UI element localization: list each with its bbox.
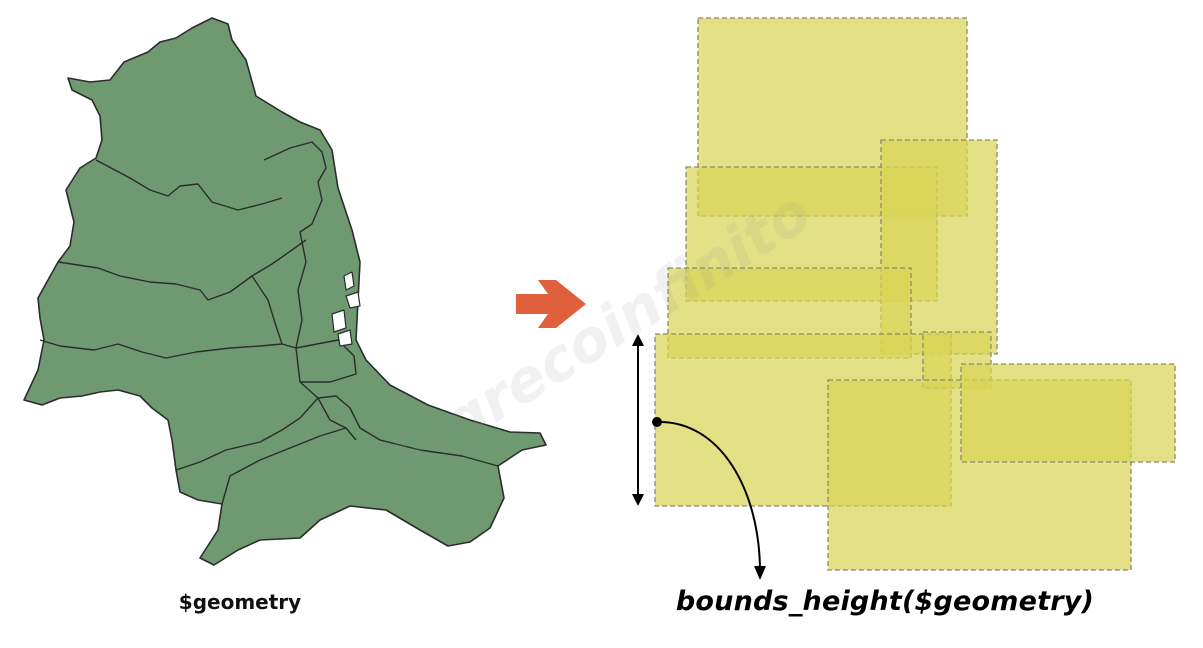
map-outline	[23, 17, 547, 566]
callout-arrowhead-icon	[754, 566, 766, 580]
up-arrowhead-icon	[632, 334, 644, 346]
callout-curve	[656, 420, 761, 573]
right-arrow-icon	[516, 280, 586, 328]
function-expression-label: bounds_height($geometry)	[675, 586, 1095, 617]
down-arrowhead-icon	[632, 494, 644, 506]
district-map	[23, 17, 547, 566]
bounding-box	[922, 331, 992, 389]
harbor-docks	[331, 271, 361, 347]
bounding-boxes	[654, 17, 1176, 571]
input-geometry-label: $geometry	[178, 590, 302, 614]
bounding-box	[960, 363, 1176, 463]
height-annotation	[632, 334, 766, 580]
district-borders	[39, 141, 499, 505]
